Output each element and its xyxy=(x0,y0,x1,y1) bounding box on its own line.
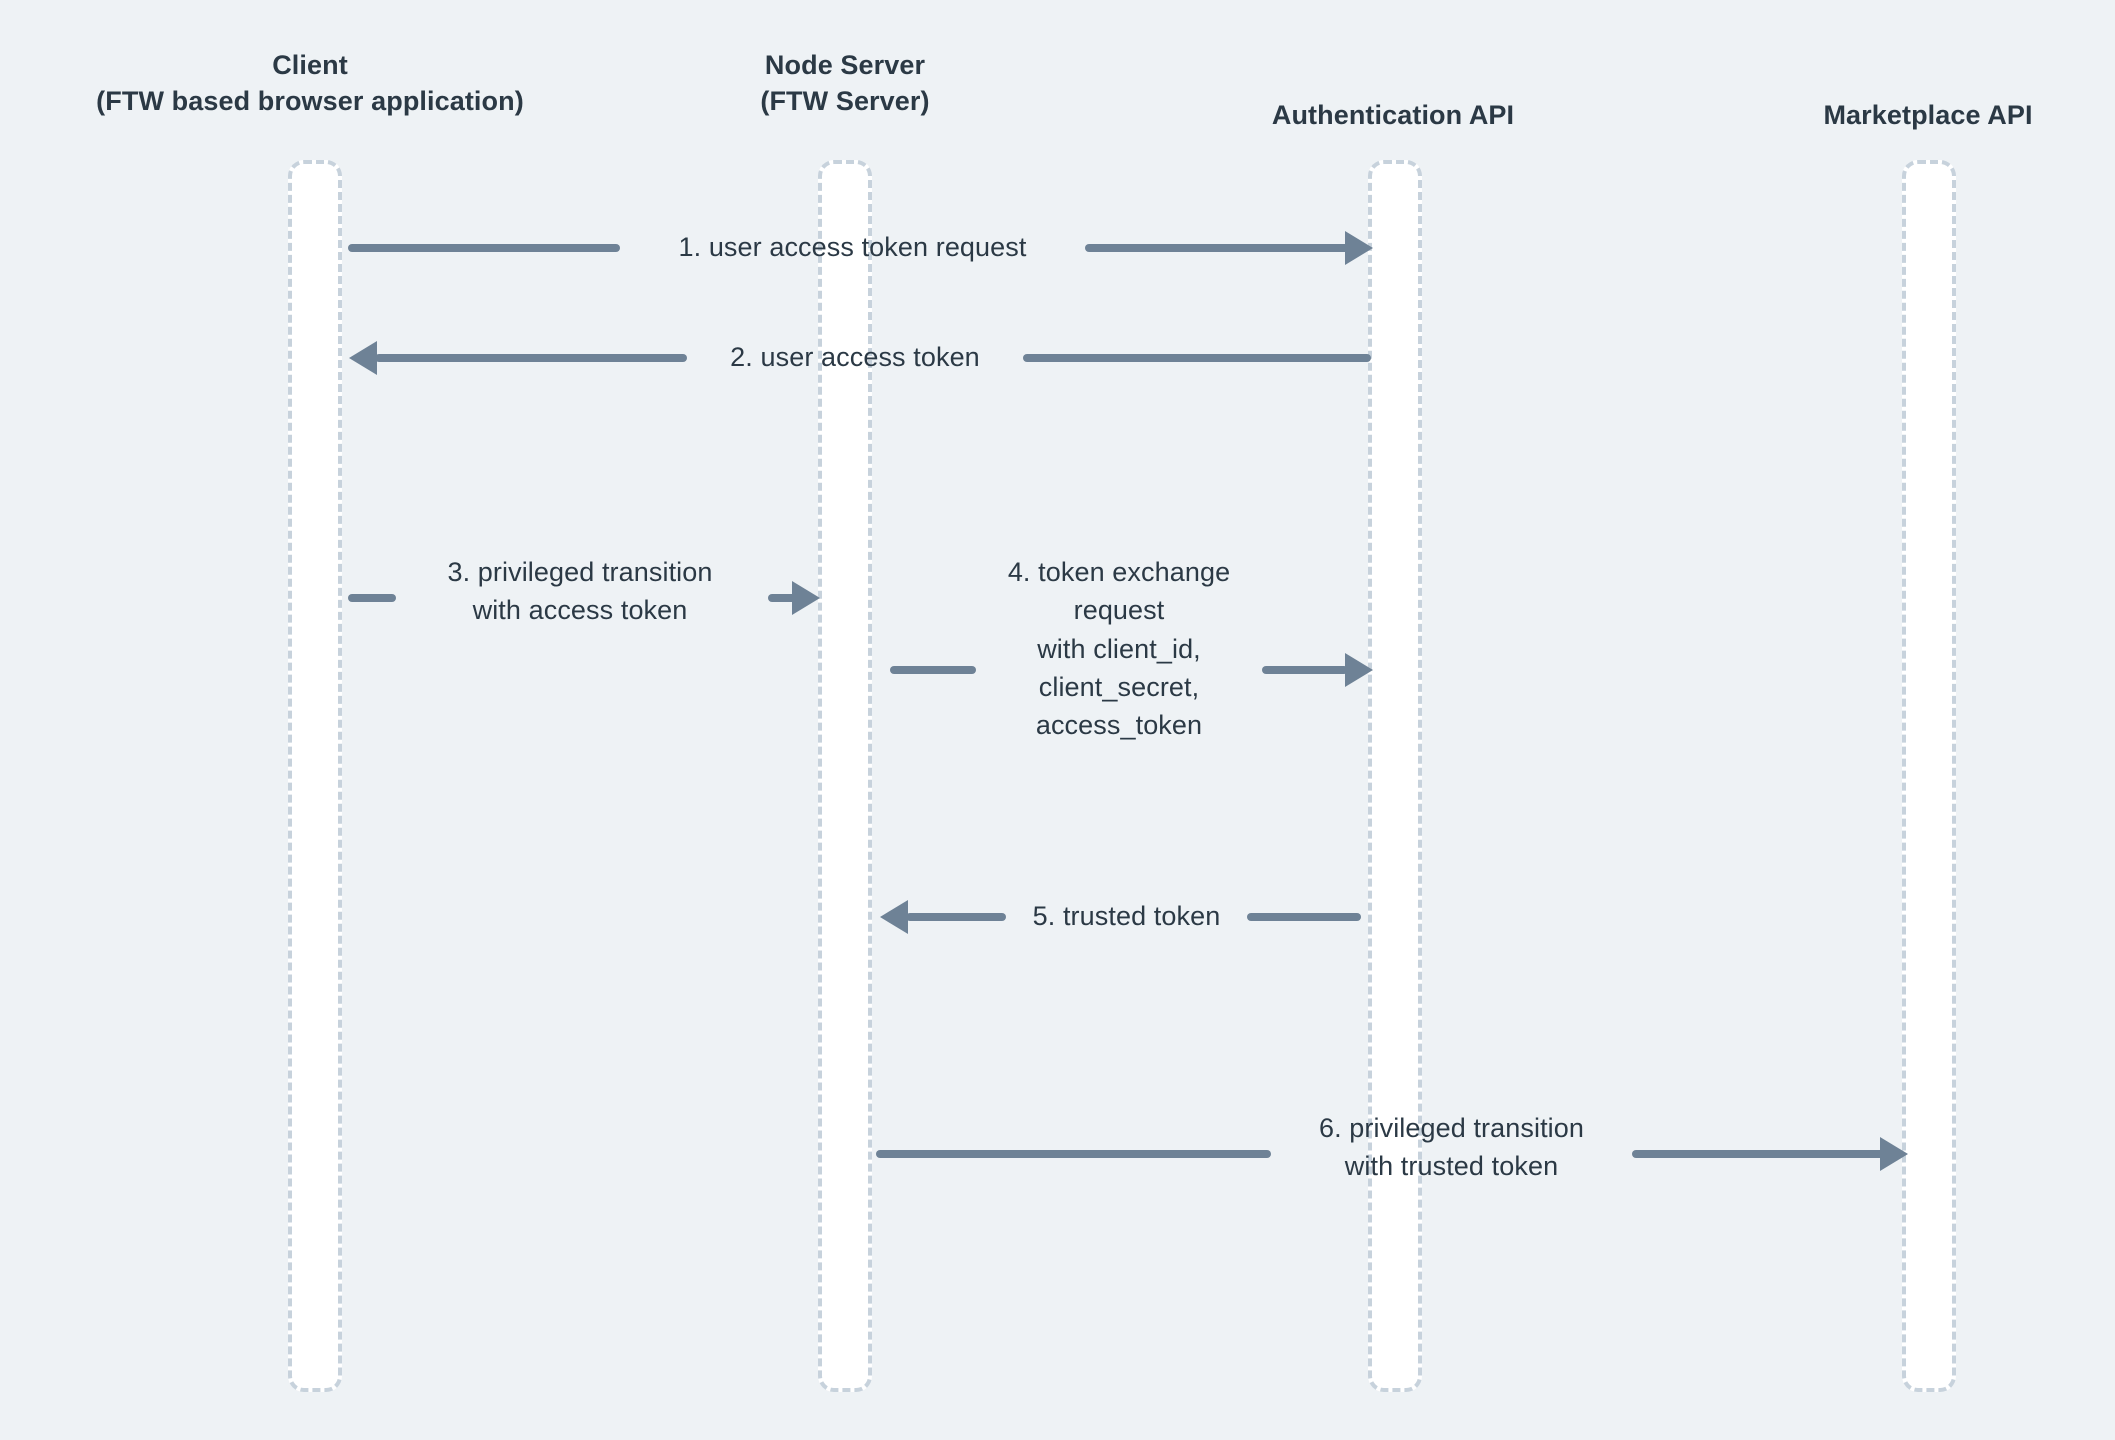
message-3-arrowhead xyxy=(792,581,820,615)
message-3-label: 3. privileged transition with access tok… xyxy=(447,557,713,626)
participant-header-market-api: Marketplace API xyxy=(1823,100,2033,130)
message-6-line-left xyxy=(876,1150,1271,1158)
message-2-arrowhead xyxy=(349,341,377,375)
lifeline-auth-api xyxy=(1368,160,1422,1392)
message-4-line-right xyxy=(1262,666,1348,674)
message-3-line-right xyxy=(768,594,796,602)
message-6-arrowhead xyxy=(1880,1137,1908,1171)
message-5-label: 5. trusted token xyxy=(1032,901,1221,931)
participant-header-auth-api: Authentication API xyxy=(1271,100,1515,130)
message-1-arrowhead xyxy=(1345,231,1373,265)
participant-header-client: Client (FTW based browser application) xyxy=(96,50,524,116)
message-6-line-right xyxy=(1632,1150,1884,1158)
message-4-arrowhead xyxy=(1345,653,1373,687)
message-1-line-left xyxy=(348,244,620,252)
message-1-label: 1. user access token request xyxy=(678,232,1027,262)
lifeline-client xyxy=(288,160,342,1392)
message-4-label: 4. token exchange request with client_id… xyxy=(1007,557,1231,741)
message-2-line-left xyxy=(375,354,687,362)
message-2-line-right xyxy=(1023,354,1371,362)
message-1-line-right xyxy=(1085,244,1350,252)
lifeline-market-api xyxy=(1902,160,1956,1392)
message-5-line-left xyxy=(906,913,1006,921)
participant-header-node-server: Node Server (FTW Server) xyxy=(760,50,930,116)
lifeline-node-server xyxy=(818,160,872,1392)
message-3-line-left xyxy=(348,594,396,602)
message-5-arrowhead xyxy=(880,900,908,934)
message-5-line-right xyxy=(1247,913,1361,921)
message-2-label: 2. user access token xyxy=(730,342,980,372)
message-6-label: 6. privileged transition with trusted to… xyxy=(1318,1113,1585,1182)
message-4-line-left xyxy=(890,666,976,674)
